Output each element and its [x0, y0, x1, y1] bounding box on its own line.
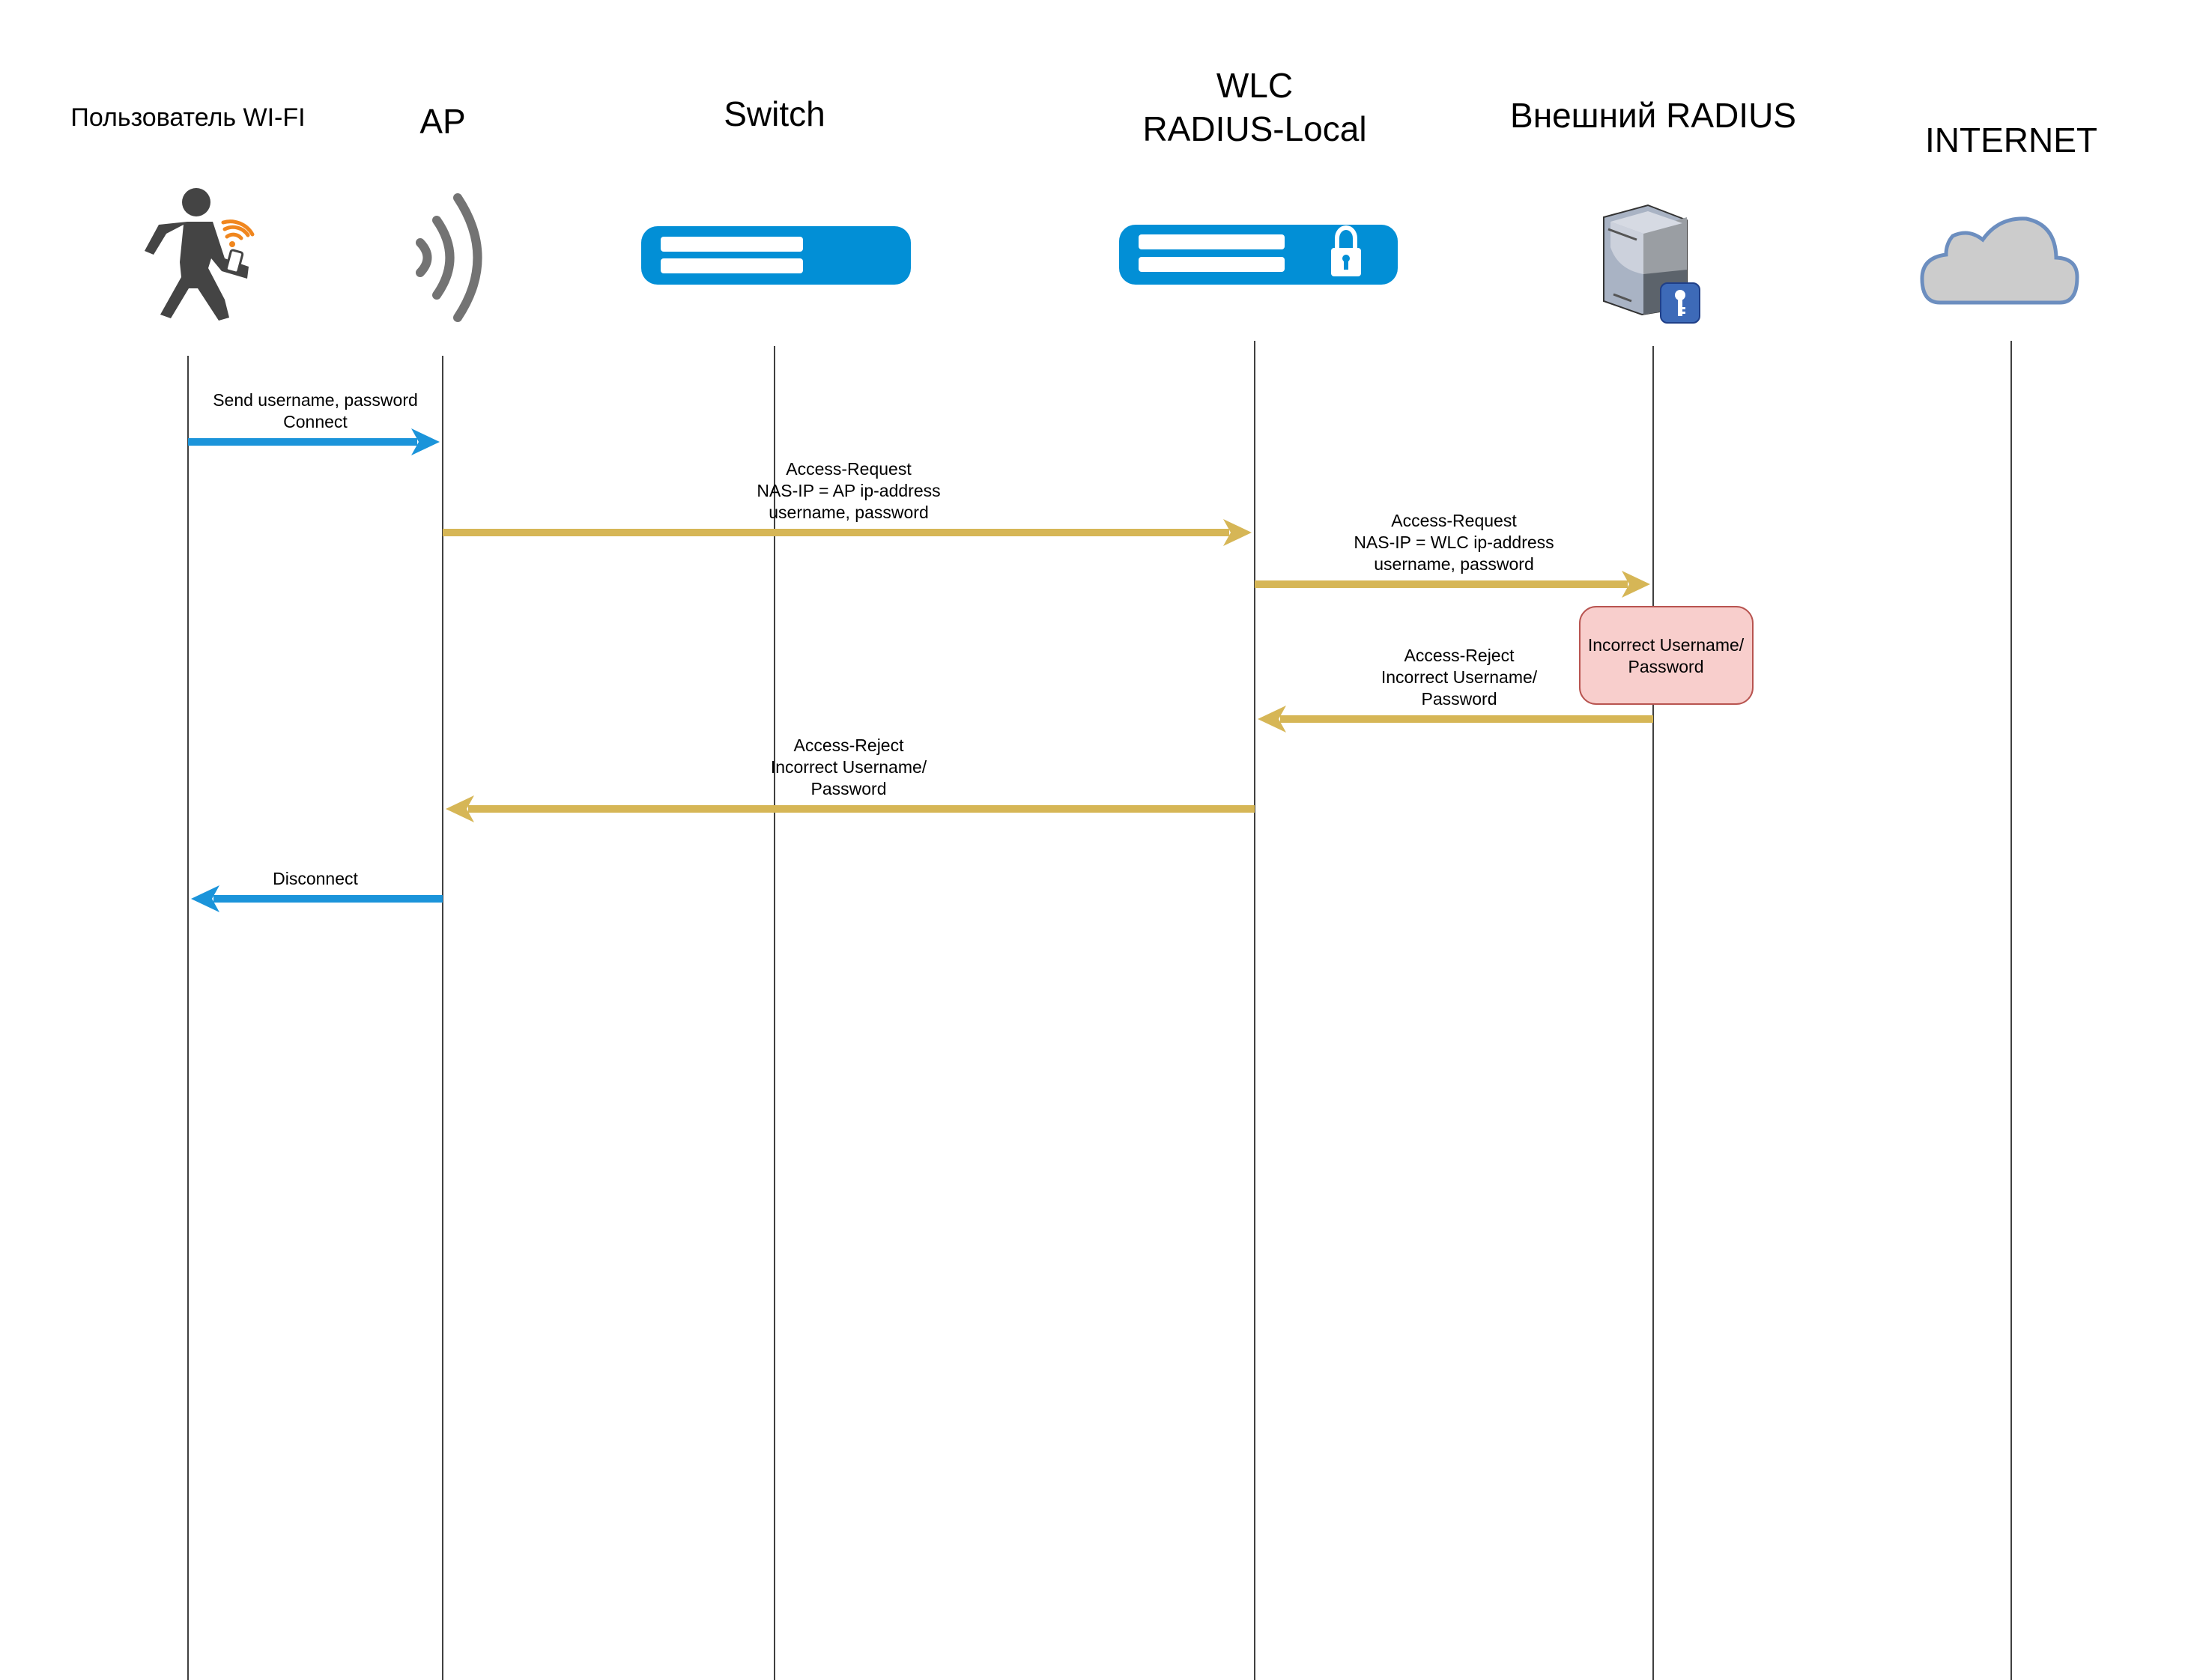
walking-person-phone-wifi-icon: [145, 188, 255, 321]
message-arrowhead: [411, 428, 440, 455]
message-arrowhead: [191, 885, 219, 912]
note-text: Password: [1628, 657, 1704, 676]
message-label: username, password: [769, 503, 929, 522]
cloud-icon: [1920, 216, 2079, 305]
message-label: Access-Request: [1391, 511, 1517, 530]
participant-label-radius: Внешний RADIUS: [1510, 96, 1796, 135]
message-label: Incorrect Username/: [771, 757, 927, 777]
message-label: Disconnect: [273, 869, 358, 888]
participant-label-wlc: WLC: [1216, 66, 1293, 105]
note-box: [1579, 606, 1754, 705]
participant-label-internet: INTERNET: [1925, 121, 2097, 160]
participant-label-user: Пользователь WI-FI: [70, 103, 305, 132]
message-label: Connect: [283, 412, 348, 431]
message-label: Password: [811, 779, 887, 798]
message-arrowhead: [1223, 519, 1252, 546]
incorrect-credentials-note: Incorrect Username/Password: [1579, 606, 1754, 705]
message-label: Access-Reject: [1404, 646, 1515, 665]
server-key-icon: [1603, 204, 1700, 324]
message-label: Incorrect Username/: [1381, 667, 1538, 687]
message-label: Access-Reject: [794, 736, 905, 755]
participant-label-wlc: RADIUS-Local: [1142, 109, 1366, 148]
message-label: NAS-IP = WLC ip-address: [1354, 533, 1554, 552]
switch-icon: [641, 226, 911, 285]
messages: Send username, passwordConnectAccess-Req…: [188, 390, 1653, 912]
wlc-lock-icon: [1119, 225, 1398, 285]
message-label: username, password: [1374, 554, 1534, 574]
message-label: Access-Request: [786, 459, 912, 479]
message-label: Send username, password: [213, 390, 418, 410]
note-text: Incorrect Username/: [1588, 635, 1745, 655]
message-arrowhead: [1622, 571, 1650, 598]
participant-headers: Пользователь WI-FI AP Switch WLC RADIUS-Loca…: [70, 66, 2097, 160]
participant-label-switch: Switch: [724, 94, 825, 133]
wireless-signal-icon: [416, 193, 482, 322]
participant-label-ap: AP: [419, 102, 465, 141]
message-arrowhead: [446, 795, 474, 822]
message-label: NAS-IP = AP ip-address: [757, 481, 940, 500]
message-label: Password: [1422, 689, 1497, 709]
message-arrowhead: [1258, 706, 1286, 733]
lifelines: [187, 341, 2012, 1680]
message-6: Disconnect: [191, 869, 443, 912]
